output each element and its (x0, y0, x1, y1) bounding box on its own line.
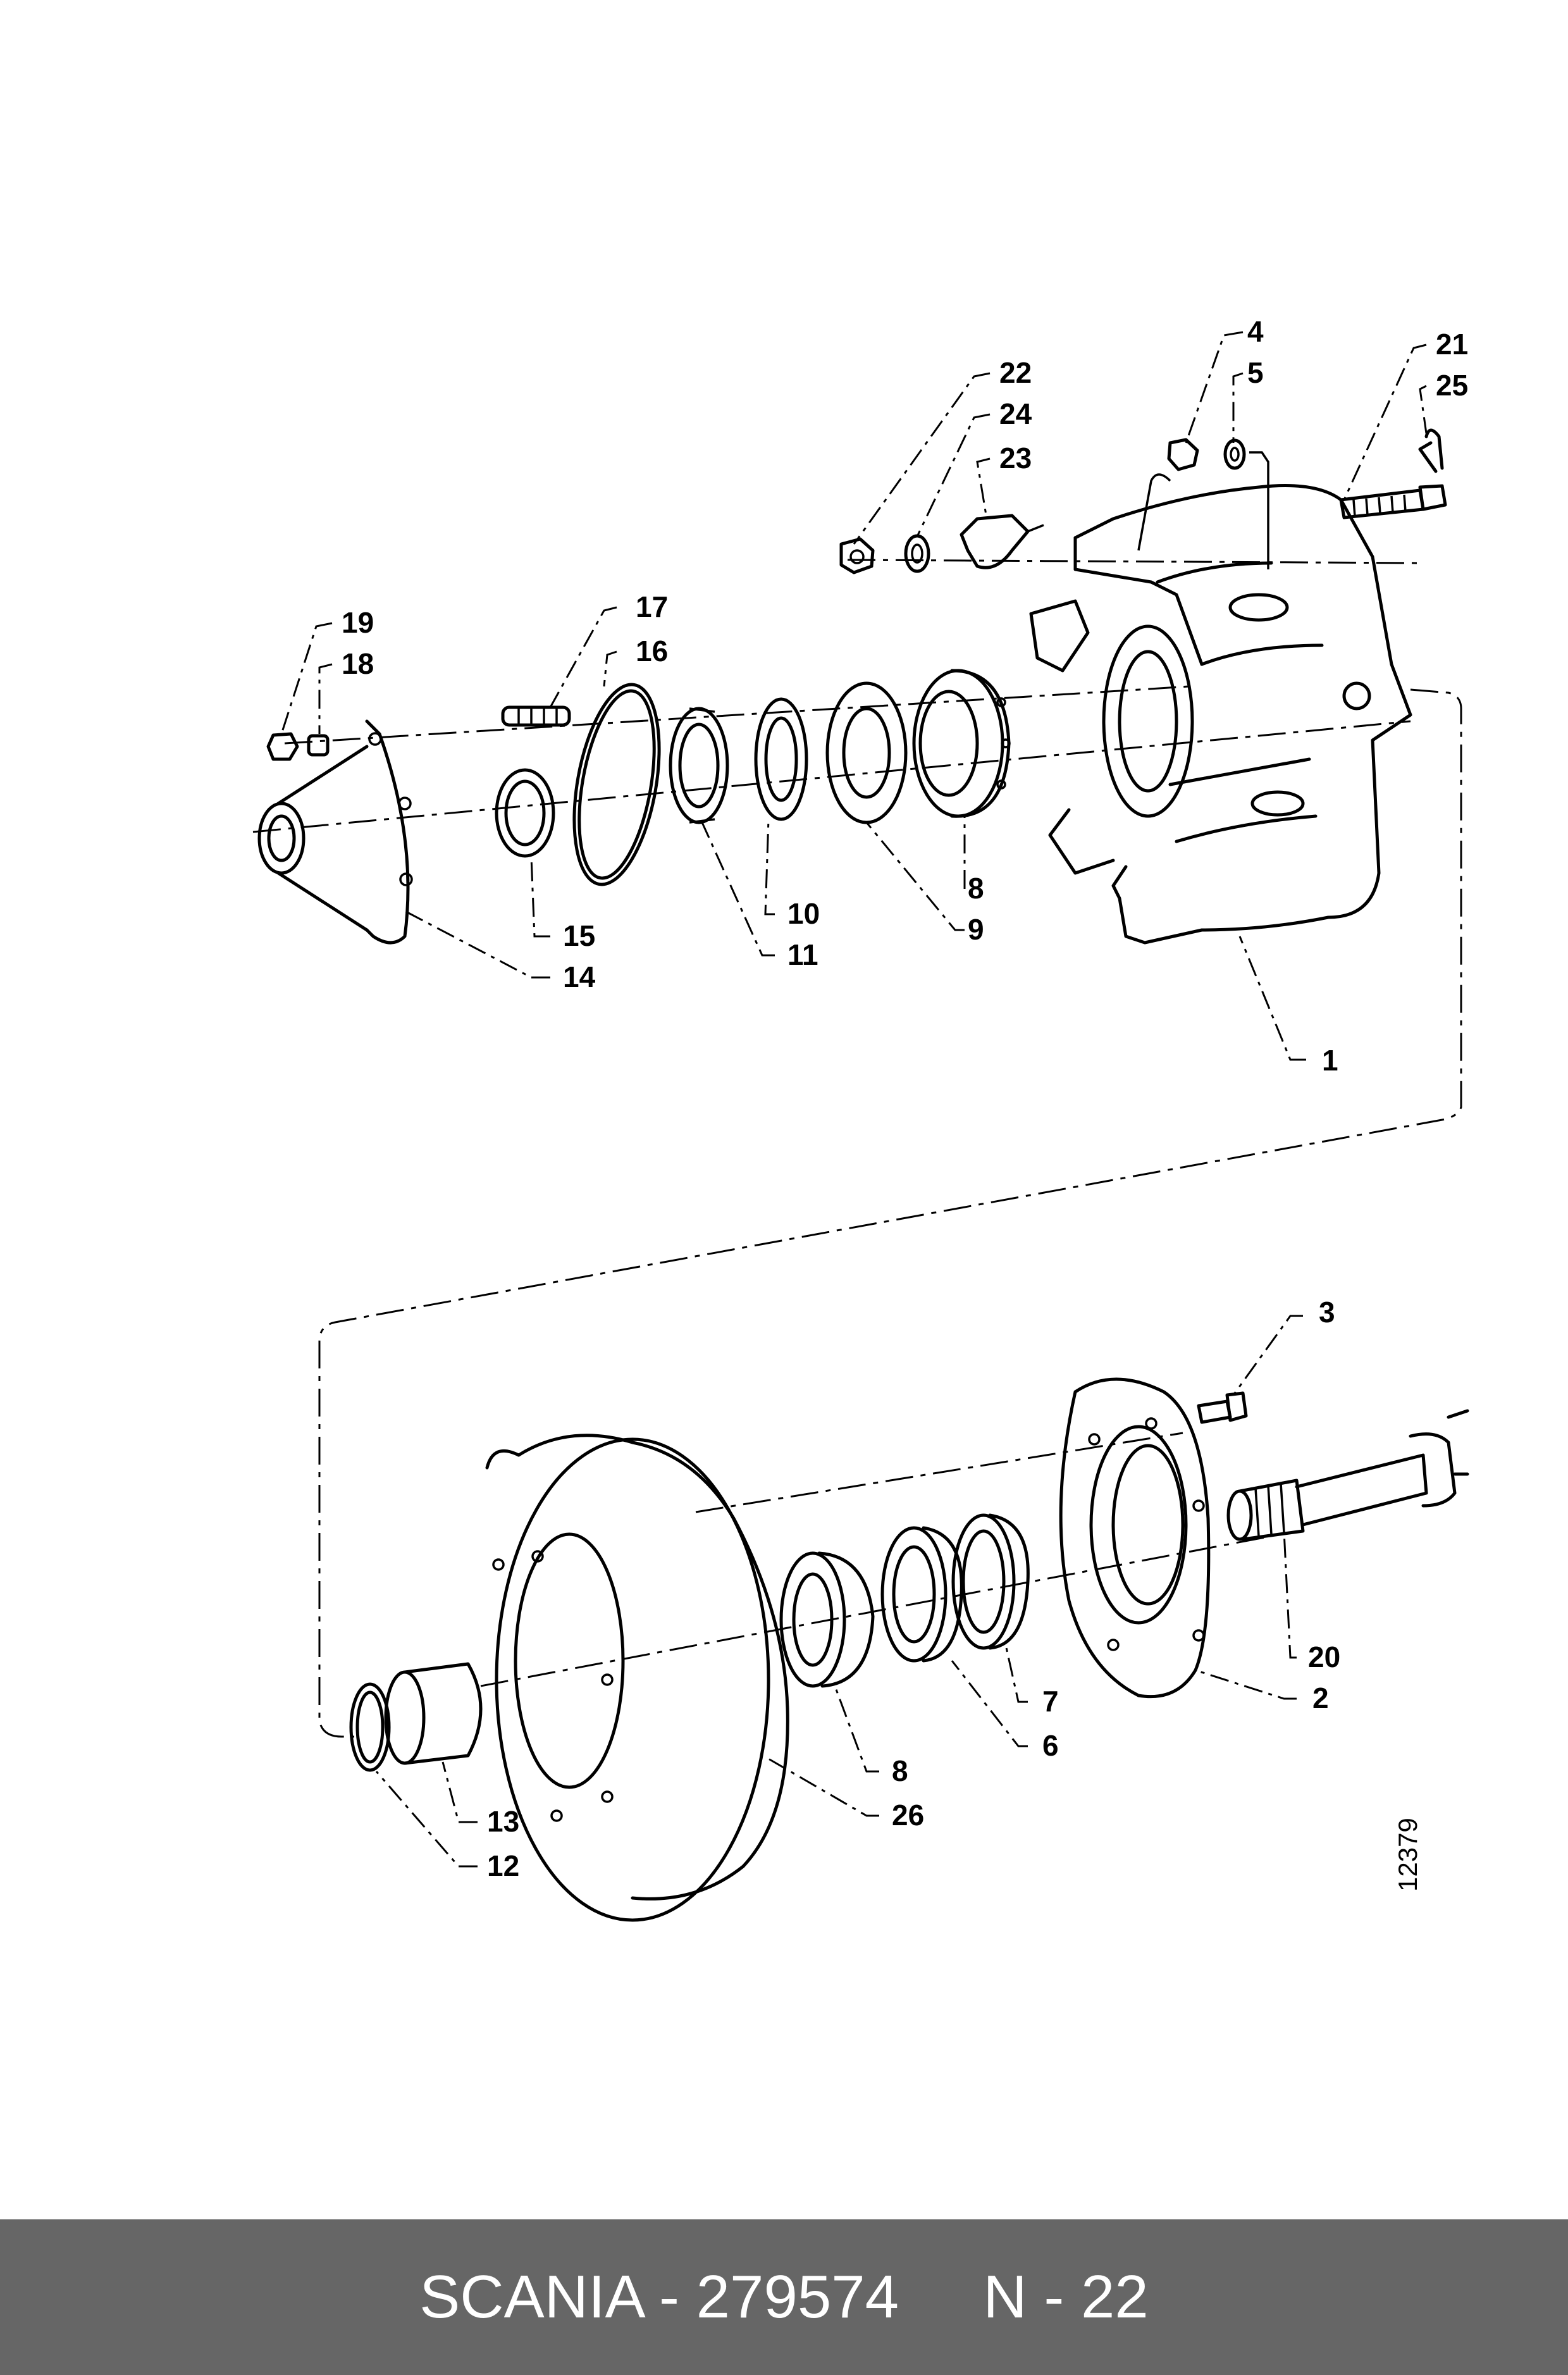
callout-15: 15 (563, 919, 595, 952)
callout-24: 24 (999, 397, 1032, 430)
drawing-number: 12379 (1393, 1818, 1423, 1892)
nut-part-22 (839, 537, 875, 574)
lock-washer-part-9 (825, 681, 908, 824)
callout-14: 14 (563, 960, 596, 993)
sleeve-part-13 (384, 1662, 483, 1765)
callout-26: 26 (892, 1799, 924, 1832)
bolt-part-3 (1197, 1391, 1248, 1424)
backing-plate-part-2 (1059, 1377, 1211, 1699)
callout-18: 18 (342, 647, 374, 680)
callout-8-upper: 8 (968, 872, 984, 905)
callout-22: 22 (999, 356, 1032, 389)
bracket-part-23 (960, 514, 1044, 569)
callout-21: 21 (1436, 328, 1468, 361)
callout-8-lower: 8 (892, 1754, 908, 1787)
knuckle-housing-part-1 (1029, 473, 1412, 945)
bolt-part-21 (1339, 484, 1447, 519)
callout-labels: 1 2 3 4 5 6 7 8 8 9 10 11 12 13 14 15 16… (342, 315, 1468, 1892)
ring-part-15 (495, 768, 555, 858)
seal-part-7 (951, 1513, 1030, 1650)
cone-flange-part (257, 719, 413, 945)
seal-part-6 (880, 1526, 963, 1663)
exploded-parts-diagram: 1 2 3 4 5 6 7 8 8 9 10 11 12 13 14 15 16… (252, 315, 1469, 1922)
callout-3: 3 (1319, 1296, 1335, 1329)
callout-13: 13 (487, 1805, 519, 1838)
callout-12: 12 (487, 1849, 519, 1882)
callout-25: 25 (1436, 369, 1468, 402)
drive-shaft-part-20 (1226, 1409, 1469, 1541)
callout-17: 17 (636, 590, 668, 623)
footer-bar: SCANIA - 279574 N - 22 (0, 2219, 1568, 2375)
washer-part-5 (1223, 438, 1246, 470)
brake-drum-part-26 (485, 1434, 789, 1922)
callout-6: 6 (1042, 1729, 1059, 1762)
o-ring-part-16 (572, 683, 661, 886)
nut-part-4 (1167, 438, 1199, 471)
callout-9: 9 (968, 913, 984, 946)
callout-4: 4 (1247, 315, 1264, 348)
clip-part-25 (1418, 428, 1444, 473)
bearing-part-8-lower (779, 1551, 875, 1688)
washer-part-10 (754, 697, 808, 821)
callout-11: 11 (787, 938, 818, 971)
lower-assembly (349, 1377, 1469, 1922)
nut-part-19 (266, 732, 299, 761)
footer-part-number: SCANIA - 279574 N - 22 (419, 2263, 1149, 2331)
callout-20: 20 (1308, 1640, 1340, 1673)
washer-part-24 (904, 534, 930, 573)
callout-1: 1 (1322, 1044, 1338, 1077)
leader-lines (280, 331, 1428, 1868)
spacer-part-18 (307, 734, 330, 757)
callout-2: 2 (1312, 1682, 1329, 1715)
callout-5: 5 (1247, 356, 1264, 389)
callout-23: 23 (999, 442, 1032, 474)
stud-part-17 (501, 705, 571, 727)
bearing-part-8 (912, 669, 1011, 818)
callout-16: 16 (636, 635, 668, 667)
callout-19: 19 (342, 606, 374, 639)
upper-assembly (252, 428, 1447, 945)
callout-7: 7 (1042, 1685, 1059, 1718)
callout-10: 10 (787, 897, 820, 930)
locknut-part-11 (669, 707, 729, 824)
ring-part-12 (349, 1682, 391, 1772)
